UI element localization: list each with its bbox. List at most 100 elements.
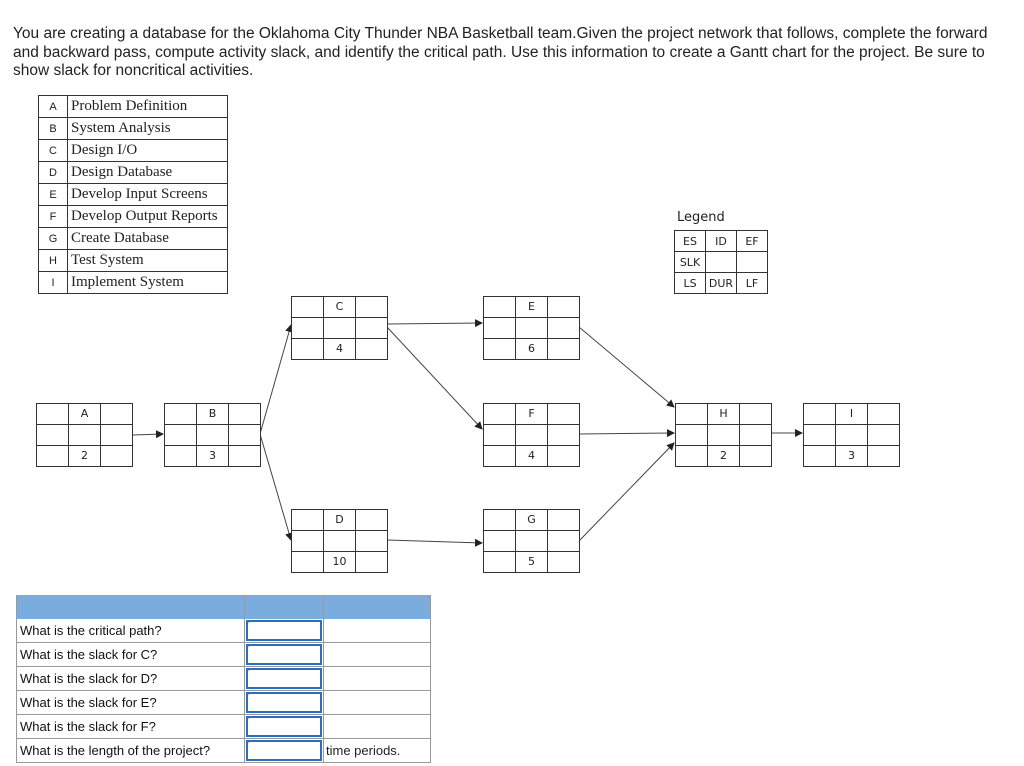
node-d: D 10 [291, 509, 388, 573]
answer-marker-icon [246, 692, 251, 697]
node-label: G [515, 509, 548, 531]
node-duration: 4 [515, 445, 548, 467]
legend-es: ES [674, 230, 706, 252]
activity-name: Develop Output Reports [67, 205, 228, 228]
answer-unit [323, 690, 431, 715]
activity-letter: D [38, 161, 68, 184]
arrow-f-h [578, 429, 675, 438]
node-label: D [323, 509, 356, 531]
node-duration: 4 [323, 338, 356, 360]
answer-unit [323, 666, 431, 691]
node-duration: 6 [515, 338, 548, 360]
answer-input-slack-f[interactable] [246, 716, 322, 737]
activity-letter: H [38, 249, 68, 272]
node-duration: 2 [707, 445, 740, 467]
node-label: H [707, 403, 740, 425]
answer-marker-icon [246, 716, 251, 721]
node-duration: 10 [323, 551, 356, 573]
node-label: E [515, 296, 548, 318]
question-table: What is the critical path? What is the s… [16, 595, 431, 763]
activity-name: System Analysis [67, 117, 228, 140]
answer-unit [323, 642, 431, 667]
answer-input-project-length[interactable] [246, 740, 322, 761]
arrow-c-e [386, 319, 483, 328]
node-label: F [515, 403, 548, 425]
question-row: What is the critical path? [16, 618, 431, 643]
arrow-a-b [132, 430, 164, 439]
answer-marker-icon [246, 668, 251, 673]
legend-ef: EF [736, 230, 768, 252]
activity-name: Create Database [67, 227, 228, 250]
activity-letter: I [38, 271, 68, 294]
node-label: I [835, 403, 868, 425]
question-text: What is the slack for D? [16, 666, 245, 691]
activity-name: Test System [67, 249, 228, 272]
legend-table: ES ID EF SLK LS DUR LF [674, 230, 768, 294]
answer-unit [323, 714, 431, 739]
activity-letter: C [38, 139, 68, 162]
activity-letter: F [38, 205, 68, 228]
activity-name: Problem Definition [67, 95, 228, 118]
legend-dur: DUR [705, 272, 737, 294]
question-row: What is the slack for C? [16, 642, 431, 667]
activity-letter: B [38, 117, 68, 140]
activity-letter: A [38, 95, 68, 118]
arrow-e-h [578, 326, 675, 408]
arrow-g-h [578, 442, 675, 542]
answer-marker-icon [246, 620, 251, 625]
question-text: What is the slack for C? [16, 642, 245, 667]
legend-id: ID [705, 230, 737, 252]
arrow-d-g [386, 538, 483, 547]
node-h: H 2 [675, 403, 772, 467]
question-row: What is the slack for E? [16, 690, 431, 715]
legend-title: Legend [677, 210, 725, 225]
node-e: E 6 [483, 296, 580, 360]
question-row: What is the slack for F? [16, 714, 431, 739]
legend-lf: LF [736, 272, 768, 294]
node-duration: 5 [515, 551, 548, 573]
legend-ls: LS [674, 272, 706, 294]
arrow-c-f [386, 326, 483, 430]
legend-blank [705, 251, 737, 273]
answer-input-slack-d[interactable] [246, 668, 322, 689]
question-text: What is the length of the project? [16, 738, 245, 763]
activity-name: Design I/O [67, 139, 228, 162]
answer-marker-icon [246, 740, 251, 745]
arrow-b-c [259, 324, 293, 435]
question-text: What is the critical path? [16, 618, 245, 643]
question-table-header [16, 595, 431, 619]
question-text: What is the slack for F? [16, 714, 245, 739]
node-c: C 4 [291, 296, 388, 360]
answer-input-critical-path[interactable] [246, 620, 322, 641]
arrow-b-d [259, 433, 293, 541]
activity-name: Design Database [67, 161, 228, 184]
question-row: What is the length of the project? time … [16, 738, 431, 763]
node-duration: 3 [835, 445, 868, 467]
question-row: What is the slack for D? [16, 666, 431, 691]
answer-unit: time periods. [323, 738, 431, 763]
node-duration: 3 [196, 445, 229, 467]
node-a: A 2 [36, 403, 133, 467]
legend-blank [736, 251, 768, 273]
activity-letter: E [38, 183, 68, 206]
problem-prompt: You are creating a database for the Okla… [13, 25, 988, 79]
answer-marker-icon [246, 644, 251, 649]
node-b: B 3 [164, 403, 261, 467]
answer-input-slack-c[interactable] [246, 644, 322, 665]
answer-unit [323, 618, 431, 643]
node-label: A [68, 403, 101, 425]
answer-input-slack-e[interactable] [246, 692, 322, 713]
activity-letter: G [38, 227, 68, 250]
node-f: F 4 [483, 403, 580, 467]
node-g: G 5 [483, 509, 580, 573]
